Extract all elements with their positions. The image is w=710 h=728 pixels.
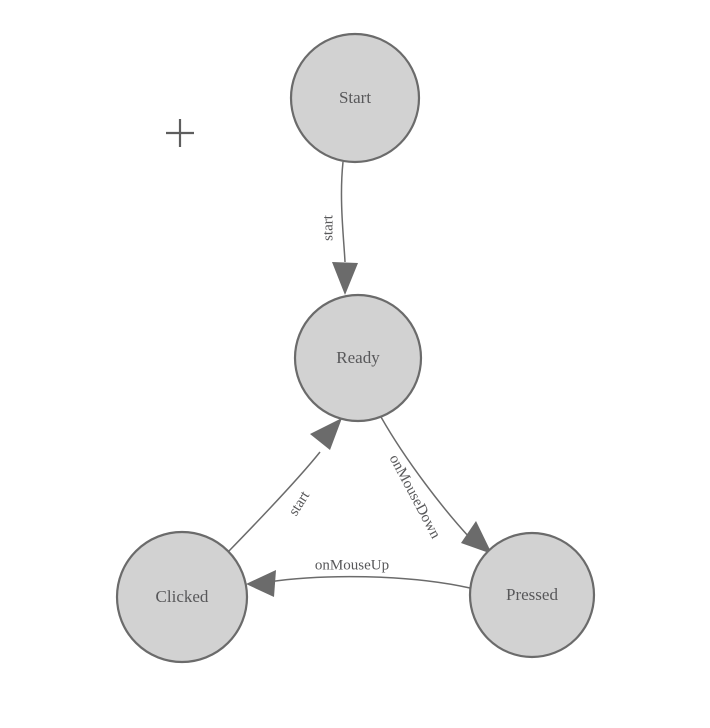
- plus-marker-icon[interactable]: [166, 119, 194, 147]
- node-circle-start[interactable]: [289, 32, 421, 164]
- edge-clicked-to-ready[interactable]: start: [227, 418, 342, 553]
- node-start[interactable]: Start: [289, 32, 421, 164]
- node-pressed[interactable]: Pressed: [468, 531, 596, 659]
- node-ready[interactable]: Ready: [293, 293, 423, 423]
- arrow-head-start-to-ready: [332, 262, 358, 295]
- edge-pressed-to-clicked[interactable]: onMouseUp: [246, 557, 471, 597]
- node-circle-ready[interactable]: [293, 293, 423, 423]
- edge-ready-to-pressed[interactable]: onMouseDown: [380, 416, 492, 554]
- edge-label-start-to-ready: start: [320, 214, 336, 241]
- edge-path-pressed-to-clicked: [267, 575, 471, 589]
- node-circle-pressed[interactable]: [468, 531, 596, 659]
- edge-path-ready-to-pressed: [380, 416, 471, 539]
- edge-path-clicked-to-ready: [227, 451, 321, 553]
- edge-path-start-to-ready: [340, 161, 346, 263]
- arrow-head-ready-to-pressed: [461, 521, 492, 554]
- arrow-head-clicked-to-ready: [310, 418, 342, 450]
- node-clicked[interactable]: Clicked: [115, 530, 249, 664]
- edge-label-pressed-to-clicked: onMouseUp: [315, 557, 389, 573]
- arrow-head-pressed-to-clicked: [246, 570, 276, 597]
- edge-start-to-ready[interactable]: start: [320, 161, 358, 295]
- node-circle-clicked[interactable]: [115, 530, 249, 664]
- edge-label-clicked-to-ready: start: [286, 488, 314, 519]
